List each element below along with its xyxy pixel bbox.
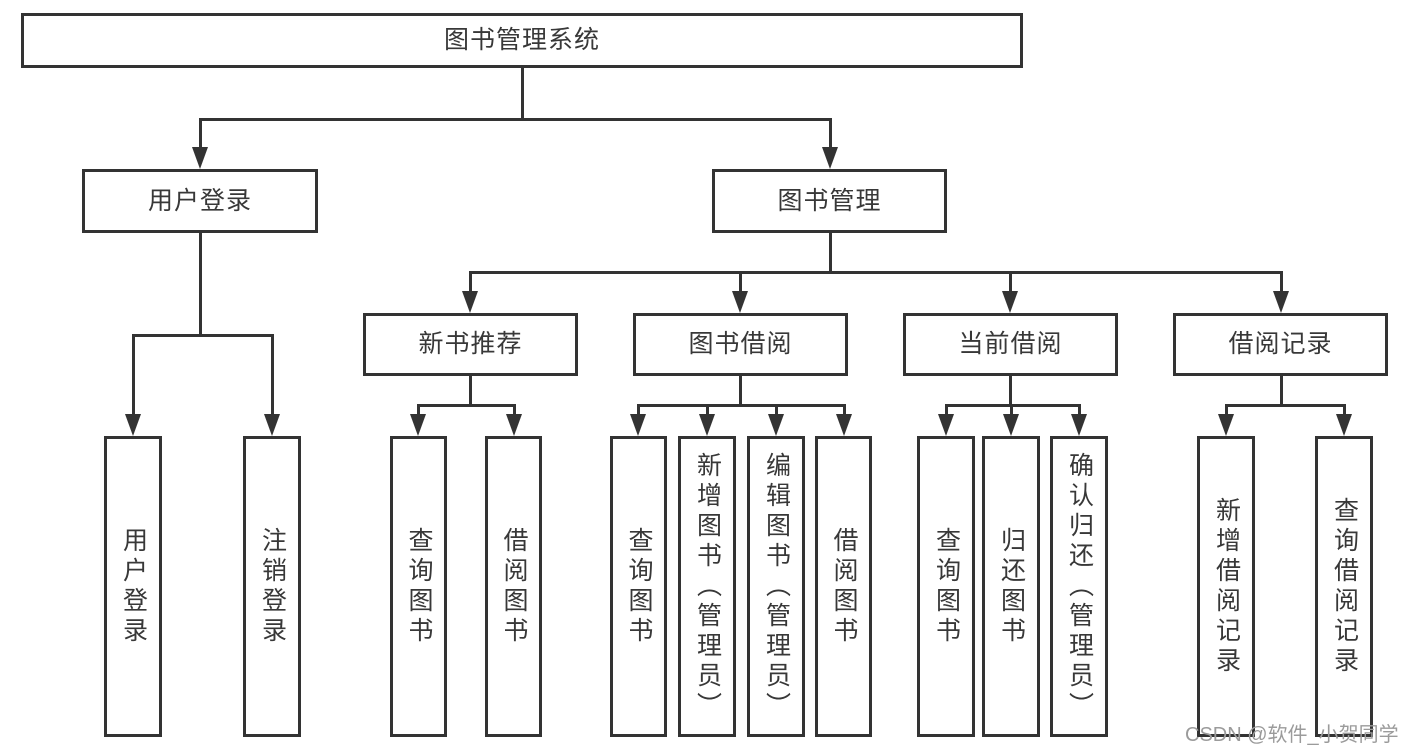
connector-book-management-split-arrow-line-2	[1008, 272, 1012, 295]
node-label-borrow-record: 借阅记录	[1228, 330, 1333, 359]
connector-current-borrow-split-bar	[944, 403, 1081, 407]
connector-book-borrow-split-arrow-line-1	[705, 405, 709, 418]
node-leaf-add-record: 新增借阅记录	[1197, 436, 1255, 737]
connector-root-split-arrow-line-0	[198, 119, 202, 151]
connector-current-borrow-split-arrow-line-0	[944, 405, 948, 418]
node-label-leaf-logout: 注销登录	[258, 526, 287, 647]
node-label-leaf-query-book-2: 查询图书	[625, 526, 653, 647]
connector-borrow-record-split-arrow-line-1	[1342, 405, 1346, 418]
node-leaf-borrow-book-2: 借阅图书	[815, 436, 872, 737]
node-leaf-confirm-return: 确认归还（管理员）	[1050, 436, 1108, 737]
connector-book-management-split-arrowhead-2	[1002, 291, 1018, 313]
connector-book-management-split-arrowhead-1	[732, 291, 748, 313]
connector-book-management-split-arrowhead-0	[462, 291, 478, 313]
node-label-new-book-recommend: 新书推荐	[418, 330, 523, 359]
node-label-leaf-return-book: 归还图书	[997, 526, 1026, 647]
node-label-leaf-borrow-book-1: 借阅图书	[500, 526, 528, 647]
node-label-book-management: 图书管理	[777, 186, 882, 215]
node-label-leaf-borrow-book-2: 借阅图书	[830, 526, 858, 647]
connector-book-management-split-bar	[468, 270, 1283, 274]
connector-borrow-record-split-arrowhead-0	[1218, 414, 1234, 436]
connector-new-book-recommend-split-arrowhead-1	[506, 414, 522, 436]
node-label-leaf-query-book-3: 查询图书	[932, 526, 961, 647]
node-leaf-query-record: 查询借阅记录	[1315, 436, 1373, 737]
connector-borrow-record-split-arrow-line-0	[1224, 405, 1228, 418]
node-label-leaf-user-login: 用户登录	[119, 526, 148, 647]
connector-new-book-recommend-split-arrowhead-0	[410, 414, 426, 436]
connector-book-management-split-drop	[828, 233, 832, 274]
connector-book-borrow-split-arrowhead-2	[768, 414, 784, 436]
node-leaf-query-book-2: 查询图书	[610, 436, 667, 737]
connector-user-login-split-arrowhead-1	[264, 414, 280, 436]
node-new-book-recommend: 新书推荐	[363, 313, 578, 376]
node-label-leaf-add-record: 新增借阅记录	[1212, 496, 1241, 677]
node-book-borrow: 图书借阅	[633, 313, 848, 376]
connector-user-login-split-arrow-line-0	[131, 335, 135, 418]
node-label-leaf-confirm-return: 确认归还（管理员）	[1065, 451, 1094, 722]
connector-book-borrow-split-arrow-line-0	[636, 405, 640, 418]
connector-book-borrow-split-arrowhead-1	[699, 414, 715, 436]
connector-book-borrow-split-arrow-line-3	[842, 405, 846, 418]
node-label-current-borrow: 当前借阅	[958, 330, 1063, 359]
node-label-root: 图书管理系统	[443, 26, 600, 55]
node-label-leaf-add-book: 新增图书（管理员）	[693, 451, 722, 722]
connector-root-split-arrow-line-1	[828, 119, 832, 151]
node-leaf-add-book: 新增图书（管理员）	[678, 436, 736, 737]
connector-new-book-recommend-split-arrow-line-1	[512, 405, 516, 418]
connector-borrow-record-split-arrowhead-1	[1336, 414, 1352, 436]
node-label-leaf-query-record: 查询借阅记录	[1330, 496, 1359, 677]
connector-book-management-split-arrow-line-3	[1279, 272, 1283, 295]
connector-current-borrow-split-arrowhead-0	[938, 414, 954, 436]
connector-current-borrow-split-arrow-line-1	[1009, 405, 1013, 418]
node-leaf-user-login: 用户登录	[104, 436, 162, 737]
connector-current-borrow-split-arrowhead-1	[1003, 414, 1019, 436]
connector-user-login-split-arrow-line-1	[270, 335, 274, 418]
connector-current-borrow-split-arrowhead-2	[1071, 414, 1087, 436]
node-label-user-login: 用户登录	[147, 186, 252, 215]
node-leaf-logout: 注销登录	[243, 436, 301, 737]
connector-book-borrow-split-arrowhead-0	[630, 414, 646, 436]
node-leaf-query-book-1: 查询图书	[390, 436, 447, 737]
connector-book-management-split-arrow-line-0	[468, 272, 472, 295]
node-leaf-edit-book: 编辑图书（管理员）	[747, 436, 805, 737]
node-current-borrow: 当前借阅	[903, 313, 1118, 376]
node-root: 图书管理系统	[21, 13, 1023, 68]
connector-book-borrow-split-arrow-line-2	[774, 405, 778, 418]
connector-user-login-split-drop	[198, 233, 202, 337]
connector-new-book-recommend-split-bar	[416, 403, 516, 407]
connector-book-borrow-split-drop	[738, 376, 742, 407]
node-label-leaf-query-book-1: 查询图书	[405, 526, 433, 647]
connector-current-borrow-split-drop	[1008, 376, 1012, 407]
csdn-watermark: CSDN @软件_小贺同学	[1185, 724, 1399, 746]
node-label-leaf-edit-book: 编辑图书（管理员）	[762, 451, 791, 722]
connector-book-management-split-arrowhead-3	[1273, 291, 1289, 313]
node-book-management: 图书管理	[712, 169, 947, 233]
connector-borrow-record-split-bar	[1224, 403, 1346, 407]
connector-new-book-recommend-split-drop	[468, 376, 472, 407]
node-user-login: 用户登录	[82, 169, 318, 233]
connector-new-book-recommend-split-arrow-line-0	[416, 405, 420, 418]
connector-current-borrow-split-arrow-line-2	[1077, 405, 1081, 418]
connector-root-split-bar	[198, 117, 832, 121]
connector-borrow-record-split-drop	[1279, 376, 1283, 407]
connector-root-split-arrowhead-0	[192, 147, 208, 169]
node-leaf-borrow-book-1: 借阅图书	[485, 436, 542, 737]
connector-user-login-split-bar	[131, 333, 274, 337]
connector-root-split-drop	[520, 68, 524, 121]
connector-book-borrow-split-arrowhead-3	[836, 414, 852, 436]
node-label-book-borrow: 图书借阅	[688, 330, 793, 359]
connector-book-management-split-arrow-line-1	[738, 272, 742, 295]
connector-book-borrow-split-bar	[636, 403, 846, 407]
connector-root-split-arrowhead-1	[822, 147, 838, 169]
node-leaf-return-book: 归还图书	[982, 436, 1040, 737]
node-leaf-query-book-3: 查询图书	[917, 436, 975, 737]
connector-user-login-split-arrowhead-0	[125, 414, 141, 436]
node-borrow-record: 借阅记录	[1173, 313, 1388, 376]
